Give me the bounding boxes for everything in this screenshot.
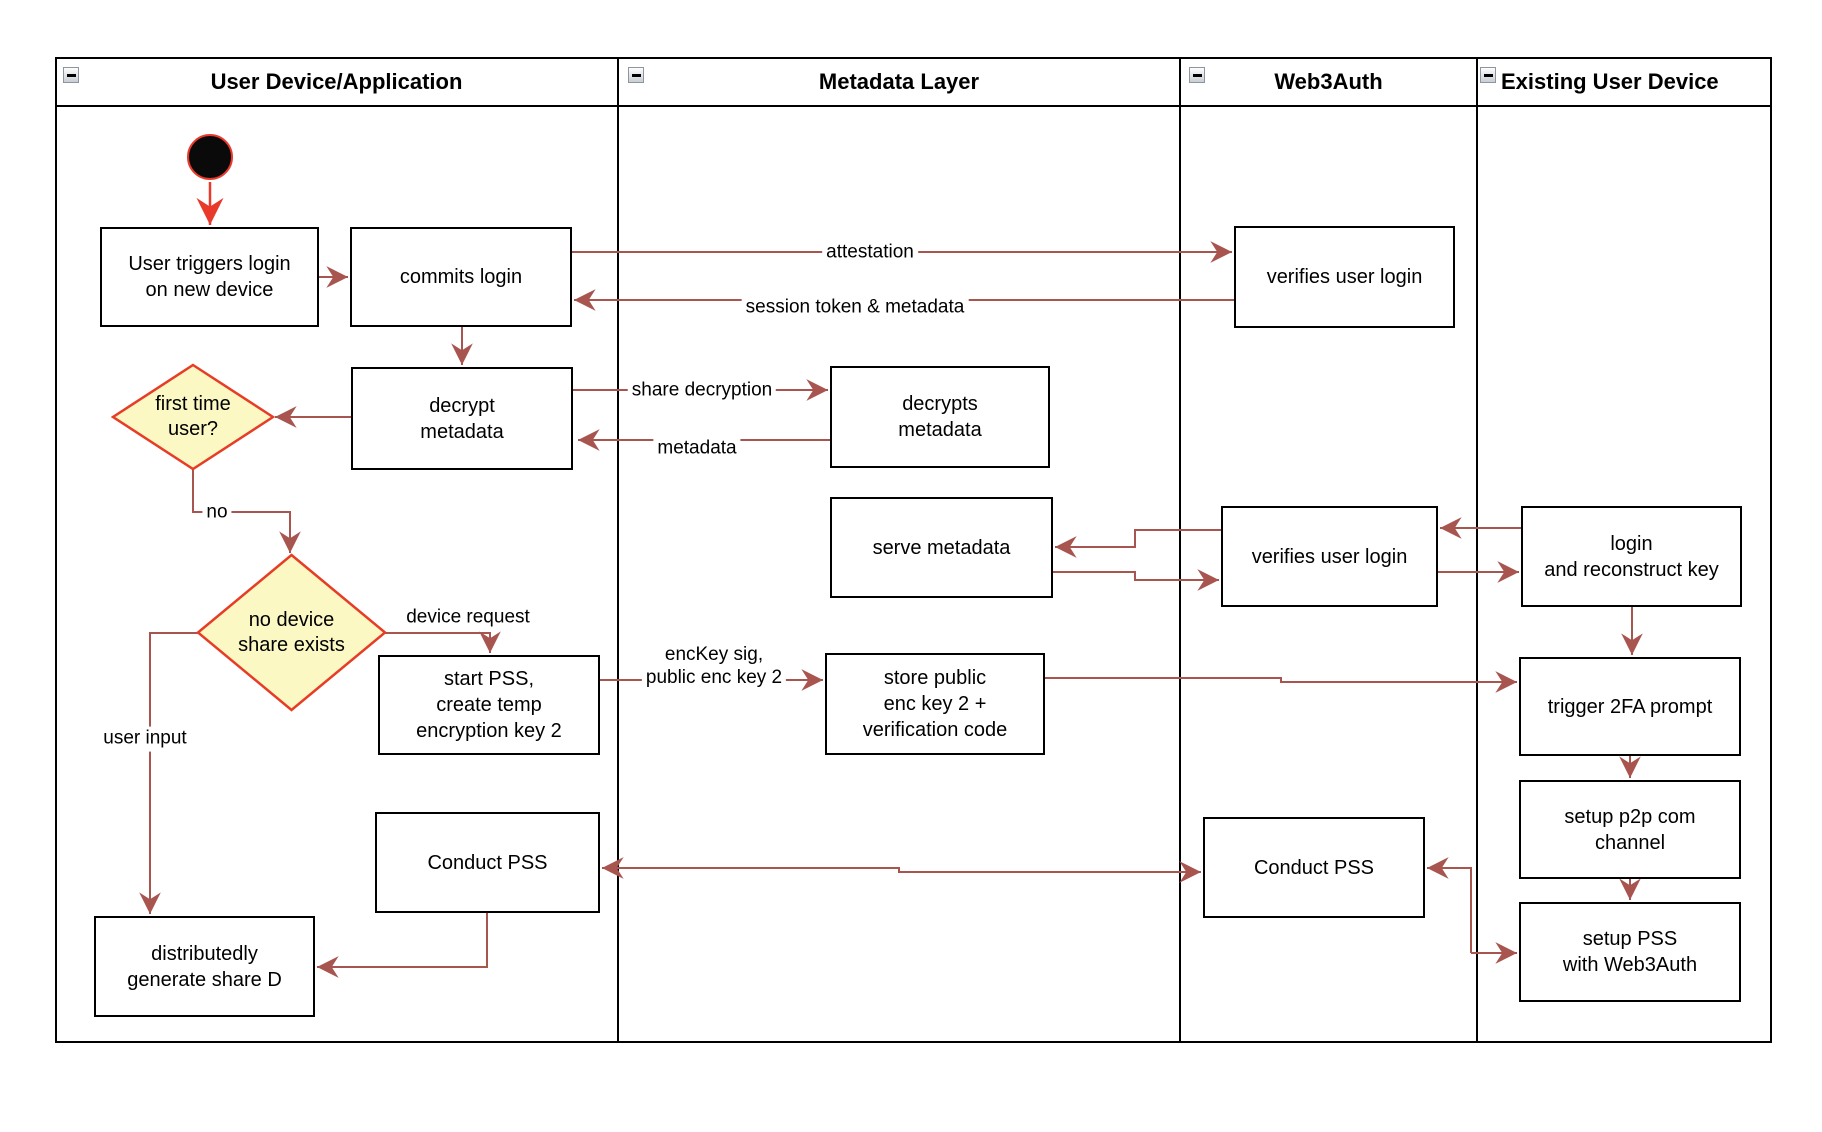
lane-divider-3: [1476, 57, 1478, 1043]
node-label: decrypts metadata: [898, 393, 982, 441]
diamond-shape: [113, 365, 273, 469]
diamond-shape: [198, 555, 385, 710]
lane-header-existing-device: Existing User Device: [1477, 59, 1772, 105]
lane-header-web3auth: Web3Auth: [1180, 59, 1477, 105]
node-decrypts-metadata[interactable]: decrypts metadata: [830, 366, 1050, 468]
edge-label-metadata: metadata: [653, 436, 741, 462]
node-trigger-2fa-prompt[interactable]: trigger 2FA prompt: [1519, 657, 1741, 756]
node-label: decrypt metadata: [420, 394, 504, 443]
node-login-reconstruct-key[interactable]: login and reconstruct key: [1521, 506, 1742, 607]
node-label: distributedly generate share D: [127, 942, 282, 991]
node-label: first time user?: [155, 393, 231, 440]
node-conduct-pss-device[interactable]: Conduct PSS: [375, 812, 600, 913]
node-label: serve metadata: [872, 536, 1011, 559]
node-decrypt-metadata[interactable]: decrypt metadata: [351, 367, 573, 470]
node-setup-pss-web3auth[interactable]: setup PSS with Web3Auth: [1519, 902, 1741, 1002]
lane-title-existing-device: Existing User Device: [1501, 69, 1719, 94]
edge-label-device-request: device request: [402, 605, 534, 631]
node-store-public-enc-key[interactable]: store public enc key 2 + verification co…: [825, 653, 1045, 755]
node-label: commits login: [399, 266, 523, 288]
lane-title-metadata-layer: Metadata Layer: [818, 69, 980, 94]
node-label: no device share exists: [238, 608, 345, 656]
lane-header-user-device: User Device/Application: [55, 59, 618, 105]
node-serve-metadata[interactable]: serve metadata: [830, 497, 1053, 598]
lane-divider-2: [1179, 57, 1181, 1043]
node-label: verifies user login: [1251, 545, 1408, 568]
lane-divider-1: [617, 57, 619, 1043]
collapse-icon[interactable]: [63, 67, 79, 83]
node-label: store public enc key 2 + verification co…: [862, 667, 1008, 741]
start-node[interactable]: [187, 134, 233, 180]
edge-label-share-decryption: share decryption: [627, 378, 777, 404]
node-commits-login[interactable]: commits login: [350, 227, 572, 327]
node-start-pss[interactable]: start PSS, create temp encryption key 2: [378, 655, 600, 755]
lane-title-user-device: User Device/Application: [210, 69, 463, 94]
lane-header-metadata-layer: Metadata Layer: [618, 59, 1180, 105]
node-label: Conduct PSS: [1253, 856, 1375, 879]
edge-label-user-input: user input: [99, 726, 191, 752]
node-label: User triggers login on new device: [128, 253, 291, 301]
collapse-icon[interactable]: [1189, 67, 1205, 83]
edge-label-session-token: session token & metadata: [741, 295, 969, 321]
lane-title-web3auth: Web3Auth: [1274, 69, 1383, 94]
collapse-icon[interactable]: [1480, 67, 1496, 83]
edge-label-attestation: attestation: [822, 240, 918, 266]
node-label: trigger 2FA prompt: [1547, 695, 1713, 718]
node-label: setup p2p com channel: [1564, 805, 1696, 854]
edge-label-enckey-sig: encKey sig, public enc key 2: [641, 643, 787, 691]
node-user-triggers-login[interactable]: User triggers login on new device: [100, 227, 319, 327]
node-setup-p2p-channel[interactable]: setup p2p com channel: [1519, 780, 1741, 879]
node-label: login and reconstruct key: [1544, 532, 1719, 581]
node-label: verifies user login: [1266, 266, 1423, 288]
header-divider: [55, 105, 1772, 107]
node-label: setup PSS with Web3Auth: [1562, 928, 1698, 976]
node-conduct-pss-web3auth[interactable]: Conduct PSS: [1203, 817, 1425, 918]
node-verifies-user-login-2[interactable]: verifies user login: [1221, 506, 1438, 607]
node-verifies-user-login-1[interactable]: verifies user login: [1234, 226, 1455, 328]
node-distributedly-generate-share[interactable]: distributedly generate share D: [94, 916, 315, 1017]
decision-no-device-share-exists[interactable]: no device share exists: [198, 555, 385, 710]
node-label: start PSS, create temp encryption key 2: [416, 668, 562, 742]
node-label: Conduct PSS: [427, 851, 548, 874]
collapse-icon[interactable]: [628, 67, 644, 83]
edge-label-no: no: [202, 500, 232, 526]
decision-first-time-user[interactable]: first time user?: [113, 365, 273, 469]
